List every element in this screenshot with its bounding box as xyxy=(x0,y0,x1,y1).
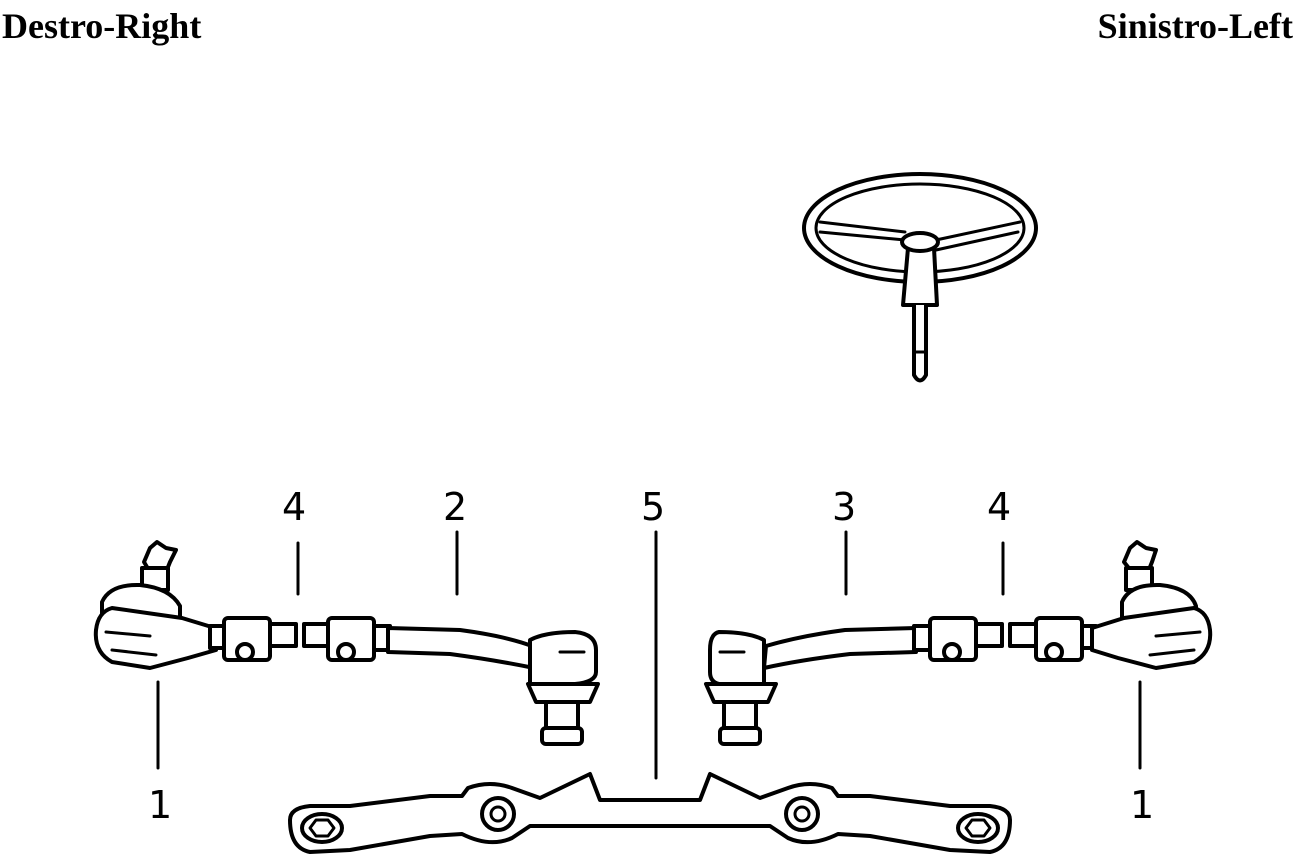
heading-left: Sinistro-Left xyxy=(1097,6,1293,46)
tie-rod-end-right xyxy=(93,540,218,670)
tie-rod-left xyxy=(704,616,1004,746)
clamp-left xyxy=(1008,616,1098,662)
callout-clamp-right: 4 xyxy=(282,485,306,529)
leader-lines xyxy=(156,530,1142,780)
callout-clamp-left: 4 xyxy=(987,485,1011,529)
callout-tie-rod-end-left: 1 xyxy=(1130,783,1154,827)
steering-wheel-icon xyxy=(802,172,1038,383)
center-link xyxy=(288,772,1012,854)
callout-tie-rod-end-right: 1 xyxy=(148,783,172,827)
callout-tie-rod-left: 3 xyxy=(832,485,856,529)
callout-tie-rod-right: 2 xyxy=(443,485,467,529)
heading-right: Destro-Right xyxy=(2,6,202,46)
tie-rod-right xyxy=(302,616,600,746)
callout-center-link: 5 xyxy=(641,485,665,529)
tie-rod-end-left xyxy=(1090,540,1213,670)
clamp-right xyxy=(208,616,298,662)
